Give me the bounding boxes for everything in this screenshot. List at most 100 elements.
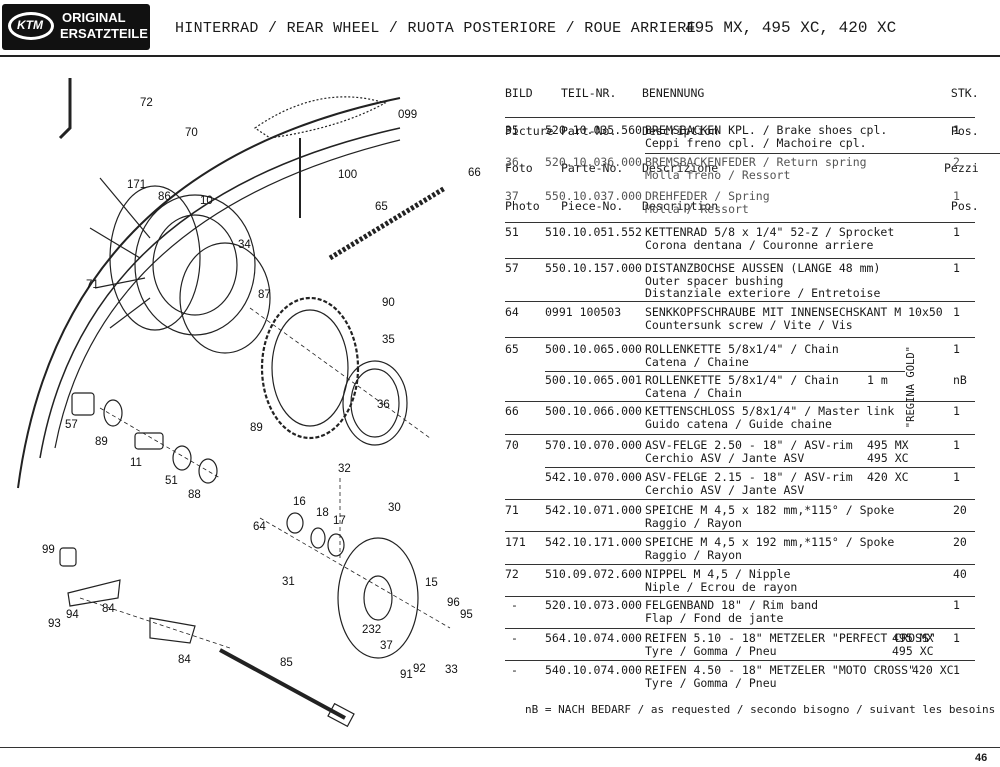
table-cell: Molla freno / Ressort [645, 167, 791, 182]
table-cell: FELGENBAND 18" / Rim band [645, 598, 819, 612]
callout-32: 32 [338, 463, 351, 475]
table-cell: Flap / Fond de jante [645, 610, 784, 625]
table-cell: Catena / Chain [645, 385, 742, 400]
callout-11: 11 [130, 457, 142, 469]
callout-099: 099 [398, 109, 417, 121]
table-cell: Distanziale exteriore / Entretoise [645, 286, 881, 300]
table-cell: 40 [953, 567, 967, 581]
table-cell: 520.10.036.000 [545, 155, 642, 169]
table-cell: 0991 100503 [545, 305, 622, 319]
table-cell: 510.09.072.600 [545, 567, 642, 581]
table-cell: 520.10.073.000 [545, 598, 642, 612]
table-cell: Niple / Ecrou de rayon [645, 579, 798, 594]
callout-66: 66 [468, 167, 481, 179]
logo-brand: KTM [17, 18, 43, 32]
col-teil-it: Parte-No. [561, 161, 624, 175]
table-cell: 520.10.035.560 [545, 123, 642, 137]
col-bild-en: Picture [505, 123, 554, 138]
row-divider [545, 371, 905, 372]
table-cell: Countersunk screw / Vite / Vis [645, 317, 853, 332]
table-cell: 51 [505, 225, 519, 239]
table-cell: 500.10.066.000 [545, 404, 642, 418]
table-cell: 550.10.157.000 [545, 261, 642, 275]
callout-72: 72 [140, 97, 153, 109]
page-header: KTM ORIGINAL ERSATZTEILE HINTERRAD / REA… [0, 0, 1000, 56]
table-cell: ASV-FELGE 2.15 - 18" / ASV-rim [645, 470, 853, 484]
table-cell: Cerchio ASV / Jante ASV [645, 450, 805, 465]
table-cell: 570.10.070.000 [545, 438, 642, 452]
header-divider [0, 55, 1000, 57]
callout-100: 100 [338, 169, 357, 181]
col-bild-it: Foto [505, 161, 533, 175]
table-cell: Guido catena / Guide chaine [645, 416, 832, 431]
table-cell: 500.10.065.001 [545, 373, 642, 387]
table-cell: 2 [953, 155, 960, 169]
callout-71: 71 [86, 279, 99, 291]
callout-95: 95 [460, 609, 473, 621]
callout-17: 17 [333, 515, 346, 527]
row-divider [505, 401, 975, 402]
callout-51: 51 [165, 475, 178, 487]
table-cell: 540.10.074.000 [545, 663, 642, 677]
column-header-bild: BILD Picture Foto Photo [505, 62, 553, 225]
row-divider [505, 222, 975, 223]
table-cell: nB [953, 373, 967, 387]
callout-94: 94 [66, 609, 79, 621]
table-cell: 1 m [867, 373, 888, 387]
col-ben-it: Descrizione [642, 161, 719, 175]
callout-33: 33 [445, 664, 458, 676]
column-header-stk: STK. Pos. Pezzi Pos. [944, 62, 979, 225]
table-cell: BREMSBACKEN KPL. / Brake shoes cpl. [645, 123, 888, 137]
table-cell: Tyre / Gomma / Pneu [645, 675, 777, 690]
callout-86: 86 [158, 191, 171, 203]
callout-35: 35 [382, 334, 395, 346]
row-divider [505, 660, 975, 661]
table-cell: SPEICHE M 4,5 x 192 mm,*115° / Spoke [645, 535, 895, 549]
table-cell: 1 [953, 663, 960, 677]
col-ben-de: BENENNUNG [642, 86, 705, 100]
table-cell: 564.10.074.000 [545, 631, 642, 645]
row-divider [505, 531, 975, 532]
table-cell: 171 [505, 535, 526, 549]
callout-84: 84 [102, 603, 115, 615]
table-cell: REIFEN 4.50 - 18" METZELER "MOTO CROSS" [645, 663, 916, 677]
col-teil-en: Part-No. [561, 123, 617, 138]
callout-91: 91 [400, 669, 413, 681]
table-cell: 495 MX [867, 438, 909, 452]
table-cell: Corona dentana / Couronne arriere [645, 237, 874, 252]
table-cell: KETTENRAD 5/8 x 1/4" 52-Z / Sprocket [645, 225, 895, 239]
table-cell: 70 [505, 438, 519, 452]
col-stk-de: STK. [950, 86, 979, 100]
col-bild-de: BILD [505, 86, 533, 100]
table-cell: ROLLENKETTE 5/8x1/4" / Chain [645, 342, 839, 356]
table-cell: SPEICHE M 4,5 x 182 mm,*115° / Spoke [645, 503, 895, 517]
table-cell: DREHFEDER / Spring [645, 189, 770, 203]
table-cell: 1 [953, 305, 960, 319]
table-cell: Raggio / Rayon [645, 515, 742, 530]
table-cell: 500.10.065.000 [545, 342, 642, 356]
callout-87: 87 [258, 289, 271, 301]
table-cell: 20 [953, 535, 967, 549]
callout-89: 89 [95, 436, 108, 448]
table-cell: 36 [505, 155, 519, 169]
col-ben-en: Description [642, 123, 719, 138]
table-cell: NIPPEL M 4,5 / Nipple [645, 567, 791, 581]
regina-gold-note: "REGINA GOLD" [905, 346, 917, 429]
table-cell: Ceppi freno cpl. / Machoire cpl. [645, 135, 867, 150]
model-list: 495 MX, 495 XC, 420 XC [685, 19, 897, 37]
footnote: nB = NACH BEDARF / as requested / second… [525, 703, 996, 716]
callout-65: 65 [375, 201, 388, 213]
callout-93: 93 [48, 618, 61, 630]
table-cell: Outer spacer bushing [645, 273, 784, 288]
table-cell: 510.10.051.552 [545, 225, 642, 239]
table-cell: 495 XC [892, 643, 934, 658]
column-header-teil: TEIL-NR. Part-No. Parte-No. Piece-No. [561, 62, 623, 225]
col-stk-fr: Pos. [950, 198, 979, 213]
table-cell: 1 [953, 598, 960, 612]
callout-90: 90 [382, 297, 395, 309]
table-cell: KETTENSCHLOSS 5/8x1/4" / Master link [645, 404, 895, 418]
callout-57: 57 [65, 419, 78, 431]
row-divider [505, 337, 975, 338]
col-stk-en: Pos. [950, 123, 979, 138]
col-ben-fr: Description [642, 198, 719, 213]
